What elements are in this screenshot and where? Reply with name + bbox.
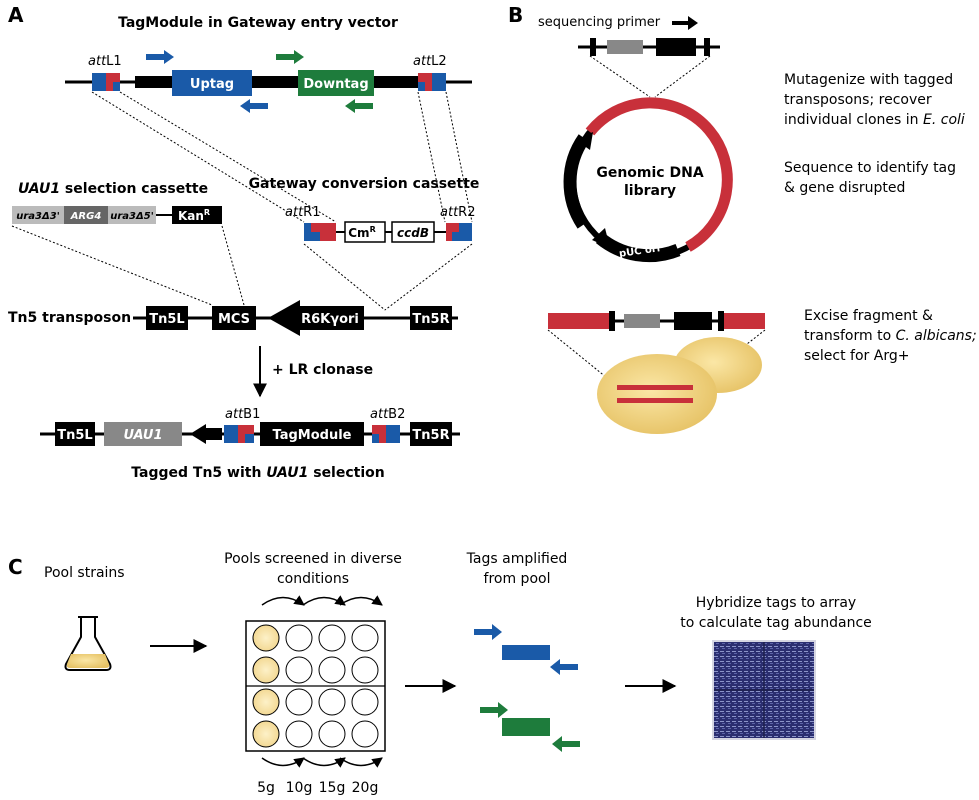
tagged-uau1-label: UAU1 xyxy=(123,428,162,443)
transfer-arrows-bottom xyxy=(261,757,383,768)
ccdb-label: ccdB xyxy=(397,226,429,240)
library-title-line2: library xyxy=(624,183,676,199)
well-r1-c1 xyxy=(252,624,280,652)
amplified-text-1: Tags amplified xyxy=(466,551,568,567)
uau1-cassette-title: UAU1 selection cassette xyxy=(18,181,208,197)
tagged-tn5l-label: Tn5L xyxy=(57,428,92,443)
insert-fragment-top xyxy=(578,38,720,56)
tagged-tn5-caption: Tagged Tn5 with UAU1 selection xyxy=(131,465,384,481)
uau1-cassette xyxy=(12,206,222,224)
well-r3-c3 xyxy=(318,688,346,716)
pool-strains-label: Pool strains xyxy=(44,565,125,581)
gateway-conversion-cassette xyxy=(304,221,472,243)
panel-label-b: B xyxy=(508,3,523,27)
tagmodule-label: TagModule xyxy=(273,428,352,443)
uptag-label: Uptag xyxy=(190,77,234,92)
entry-to-conversion-connectors xyxy=(91,91,473,223)
amplified-tags xyxy=(474,624,580,752)
microarray xyxy=(712,640,816,740)
attL2-label: attL2 xyxy=(413,54,447,69)
well-r1-c4 xyxy=(351,624,379,652)
mutagenize-text-3: individual clones in E. coli xyxy=(784,112,965,128)
well-r2-c2 xyxy=(285,656,313,684)
sequence-text-1: Sequence to identify tag xyxy=(784,160,956,176)
well-r4-c1 xyxy=(252,720,280,748)
tagged-tn5 xyxy=(40,422,460,446)
gateway-conversion-title: Gateway conversion cassette xyxy=(249,176,480,192)
entry-vector xyxy=(65,70,472,96)
spcr-label: SpcR xyxy=(578,168,590,197)
gen-15g: 15g xyxy=(319,780,346,796)
lr-clonase-label: + LR clonase xyxy=(272,362,373,378)
hybridize-text-1: Hybridize tags to array xyxy=(696,595,856,611)
arg4-label: ARG4 xyxy=(70,211,102,222)
well-r1-c2 xyxy=(285,624,313,652)
panel-label-a: A xyxy=(8,3,24,27)
transfer-arrows-top xyxy=(261,595,383,606)
attR1-label: attR1 xyxy=(285,205,320,220)
cassette-to-tn5-connectors xyxy=(11,225,473,311)
wells xyxy=(252,624,379,748)
excise-text-3: select for Arg+ xyxy=(804,348,909,364)
well-r3-c1 xyxy=(252,688,280,716)
attB2-label: attB2 xyxy=(370,407,405,422)
attR2-label: attR2 xyxy=(440,205,475,220)
well-r2-c4 xyxy=(351,656,379,684)
well-r4-c3 xyxy=(318,720,346,748)
mcs-label: MCS xyxy=(218,312,250,327)
flask-icon xyxy=(64,616,112,671)
ura3d3-label: ura3Δ3' xyxy=(16,211,60,222)
attL1-label: attL1 xyxy=(88,54,122,69)
sequencing-primer-arrow xyxy=(672,16,698,30)
entry-vector-title: TagModule in Gateway entry vector xyxy=(118,15,398,31)
primer-arrows-entry xyxy=(146,50,373,113)
uptag-box xyxy=(172,70,252,96)
c-albicans-cell xyxy=(597,337,762,434)
fragment-to-plasmid-connectors xyxy=(589,55,711,98)
tn5-transposon-label: Tn5 transposon xyxy=(8,310,131,326)
tn5-transposon xyxy=(133,300,458,336)
r6k-label: R6Kγori xyxy=(301,312,359,327)
amplified-text-2: from pool xyxy=(484,571,551,587)
downtag-label: Downtag xyxy=(303,77,368,92)
well-r4-c4 xyxy=(351,720,379,748)
tn5l-label: Tn5L xyxy=(149,312,184,327)
sequencing-primer-label: sequencing primer xyxy=(538,15,661,30)
genomic-dna-library-plasmid xyxy=(563,97,733,263)
well-r2-c1 xyxy=(252,656,280,684)
gen-20g: 20g xyxy=(352,780,379,796)
downtag-box xyxy=(298,70,374,96)
well-r3-c2 xyxy=(285,688,313,716)
library-title-line1: Genomic DNA xyxy=(596,165,703,181)
ura3d5-label: ura3Δ5' xyxy=(110,211,154,222)
tagged-tn5r-label: Tn5R xyxy=(412,428,449,443)
well-r1-c3 xyxy=(318,624,346,652)
screened-text-2: conditions xyxy=(277,571,349,587)
tn5r-label: Tn5R xyxy=(412,312,449,327)
cm-label: CmR xyxy=(348,225,375,240)
gen-10g: 10g xyxy=(286,780,313,796)
mutagenize-text-1: Mutagenize with tagged xyxy=(784,72,953,88)
well-r4-c2 xyxy=(285,720,313,748)
panel-label-c: C xyxy=(8,555,23,579)
screened-text-1: Pools screened in diverse xyxy=(224,551,402,567)
attB1-label: attB1 xyxy=(225,407,260,422)
well-r2-c3 xyxy=(318,656,346,684)
kan-label: KanR xyxy=(178,208,210,223)
excise-text-2: transform to C. albicans; xyxy=(804,328,977,344)
gen-5g: 5g xyxy=(257,780,275,796)
excised-fragment xyxy=(548,311,765,331)
sequence-text-2: & gene disrupted xyxy=(784,180,905,196)
well-r3-c4 xyxy=(351,688,379,716)
hybridize-text-2: to calculate tag abundance xyxy=(680,615,872,631)
mutagenize-text-2: transposons; recover xyxy=(784,92,932,108)
excise-text-1: Excise fragment & xyxy=(804,308,933,324)
